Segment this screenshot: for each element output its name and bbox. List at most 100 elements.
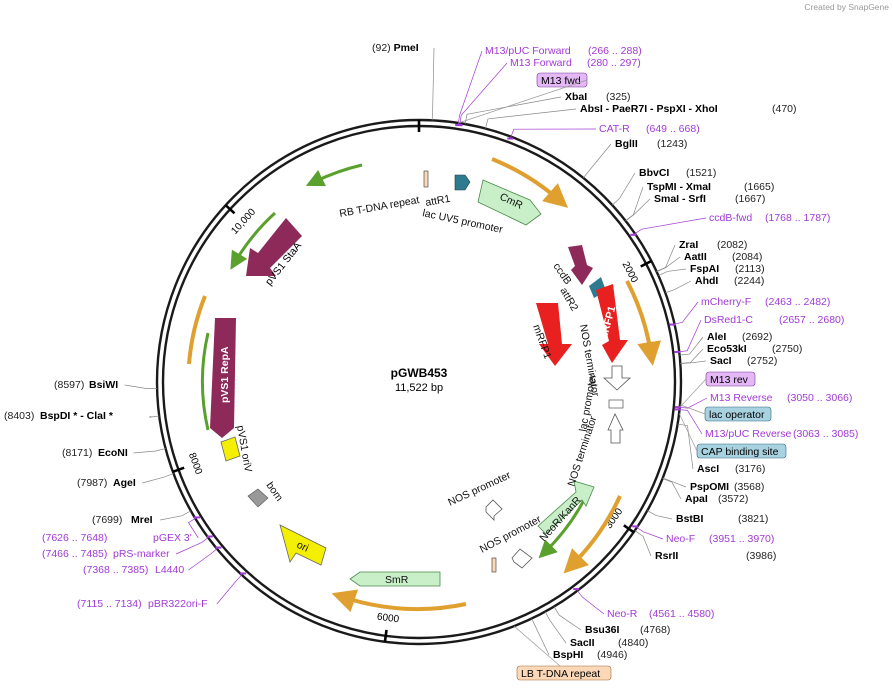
site-left-4[interactable]: (7699)MreI — [92, 514, 153, 526]
site-leader-9 — [658, 268, 687, 276]
site-left-2[interactable]: (8171)EcoNI — [62, 447, 128, 459]
bom-label: bom — [264, 480, 286, 504]
bom-shape[interactable] — [247, 488, 269, 508]
orf-arc-repa-outer — [187, 295, 207, 365]
site-pos-16: (3572) — [718, 493, 748, 505]
site-name-17: BstBI — [676, 513, 704, 525]
site-leader-17 — [647, 510, 673, 520]
site-pos-15: (3568) — [734, 481, 764, 493]
primer-pos-1: (280 .. 297) — [587, 57, 641, 69]
site-4[interactable]: BbvCI(1521) — [639, 167, 716, 179]
site-name-5: TspMI - XmaI — [647, 181, 711, 193]
primer-left-leader-1 — [175, 536, 211, 555]
nos-promoter-arrow-b[interactable] — [511, 548, 533, 569]
site-pos-3: (1243) — [657, 138, 687, 150]
lac-promoter-arrow[interactable] — [607, 413, 624, 444]
site-pos-11: (2692) — [742, 331, 772, 343]
primer-left-pos-3: (7115 .. 7134) — [77, 598, 142, 610]
site-0[interactable]: (92) PmeI — [372, 42, 419, 54]
smr-arrow[interactable] — [349, 571, 441, 587]
site-left-name-4: MreI — [131, 514, 153, 526]
primer-8[interactable]: Neo-F(3951 .. 3970) — [666, 533, 774, 545]
ccdb-arrow[interactable] — [568, 245, 593, 285]
nos-terminator-arrow[interactable] — [602, 365, 632, 391]
pvs1-oriv-shape[interactable] — [220, 436, 241, 462]
site-left-leader-0 — [124, 384, 158, 389]
primer-9[interactable]: Neo-R(4561 .. 4580) — [607, 608, 714, 620]
lac-operator-mark[interactable] — [608, 399, 624, 409]
site-pos-10: (2244) — [734, 275, 764, 287]
site-leader-19 — [553, 606, 582, 631]
site-2[interactable]: AbsI - PaeR7I - PspXI - XhoI(470) — [580, 103, 797, 115]
site-13[interactable]: SacI(2752) — [710, 355, 777, 367]
site-10[interactable]: AhdI(2244) — [695, 275, 764, 287]
plasmid-name: pGWB453 — [391, 366, 448, 380]
attr1-label: attR1 — [424, 193, 451, 209]
rb-repeat-mark[interactable] — [423, 170, 429, 188]
primer-3[interactable]: ccdB-fwd(1768 .. 1787) — [709, 212, 830, 224]
primer-left-0[interactable]: (7626 .. 7648)pGEX 3' — [42, 532, 192, 544]
site-pos-4: (1521) — [686, 167, 716, 179]
site-name-11: AleI — [707, 331, 726, 343]
primer-pos-7: (3063 .. 3085) — [793, 428, 858, 440]
primer-4[interactable]: mCherry-F(2463 .. 2482) — [701, 296, 830, 308]
site-3[interactable]: BglII (1243) — [615, 138, 687, 150]
mrfp1-arrow-b[interactable] — [536, 303, 572, 366]
site-7[interactable]: ZraI(2082) — [679, 239, 747, 251]
lb-repeat-mark[interactable] — [491, 557, 497, 573]
site-6[interactable]: SmaI - SrfI(1667) — [654, 193, 765, 205]
ori-arrow[interactable] — [279, 524, 327, 566]
primer-left-pos-1: (7466 .. 7485) — [42, 548, 107, 560]
site-9[interactable]: FspAI(2113) — [690, 263, 765, 275]
orf-arc-neor — [563, 495, 622, 574]
site-leader-21 — [531, 618, 550, 656]
site-1[interactable]: XbaI(325) — [565, 91, 631, 103]
mrfp1-arrow-a[interactable] — [596, 284, 628, 363]
primer-left-2[interactable]: (7368 .. 7385)L4440 — [83, 564, 184, 576]
box-leader-2 — [679, 404, 706, 415]
nos-promoter-arrow-a[interactable] — [485, 499, 503, 521]
site-17[interactable]: BstBI(3821) — [676, 513, 768, 525]
lb-repeat-box[interactable] — [516, 665, 612, 681]
attr2-label: attR2 — [557, 286, 580, 314]
primer-1[interactable]: M13 Forward(280 .. 297) — [510, 57, 641, 69]
site-15[interactable]: PspOMI(3568) — [690, 481, 764, 493]
site-16[interactable]: ApaI(3572) — [685, 493, 748, 505]
site-pos-20: (4840) — [618, 637, 648, 649]
site-11[interactable]: AleI (2692) — [707, 331, 772, 343]
site-18[interactable]: RsrII(3986) — [655, 550, 776, 562]
leader-lines — [124, 47, 708, 667]
site-left-3[interactable]: (7987)AgeI — [77, 477, 136, 489]
site-5[interactable]: TspMI - XmaI(1665) — [647, 181, 774, 193]
site-19[interactable]: Bsu36I(4768) — [585, 624, 670, 636]
site-labels: (92) PmeI XbaI(325)AbsI - PaeR7I - PspXI … — [4, 42, 858, 661]
neor-arrow[interactable] — [537, 480, 595, 535]
site-name-18: RsrII — [655, 550, 678, 562]
site-12[interactable]: Eco53kI(2750) — [707, 343, 802, 355]
primer-left-1[interactable]: (7466 .. 7485)pRS-marker — [42, 548, 170, 560]
primer-0[interactable]: M13/pUC Forward(266 .. 288) — [485, 45, 642, 57]
ori-label: ori — [295, 539, 311, 555]
pvs1-repa-arrow[interactable] — [210, 318, 236, 438]
site-leader-3 — [583, 143, 612, 179]
site-name-3: BglII — [615, 138, 638, 150]
site-leader-8 — [656, 256, 681, 273]
pvs1-stas-arrow[interactable] — [246, 218, 302, 276]
tick-5 — [224, 204, 236, 215]
primer-left-3[interactable]: (7115 .. 7134)pBR322ori-F — [77, 598, 208, 610]
site-8[interactable]: AatII(2084) — [684, 251, 762, 263]
primer-6[interactable]: M13 Reverse(3050 .. 3066) — [710, 392, 852, 404]
primer-left-name-2: L4440 — [155, 564, 184, 576]
primer-5[interactable]: DsRed1-C(2657 .. 2680) — [704, 314, 844, 326]
attr1-shape[interactable] — [454, 174, 471, 191]
site-left-1[interactable]: (8403)BspDI * - ClaI * — [4, 410, 114, 422]
site-14[interactable]: AscI(3176) — [697, 463, 765, 475]
site-left-0[interactable]: (8597)BsiWI — [54, 379, 118, 391]
site-20[interactable]: SacII(4840) — [570, 637, 648, 649]
cmr-arrow[interactable] — [477, 179, 542, 226]
primer-2[interactable]: CAT-R(649 .. 668) — [599, 123, 700, 135]
primer-7[interactable]: M13/pUC Reverse(3063 .. 3085) — [705, 428, 858, 440]
site-21[interactable]: BspHI(4946) — [553, 649, 627, 661]
primer-pos-8: (3951 .. 3970) — [709, 533, 774, 545]
site-leader-18 — [634, 530, 652, 557]
